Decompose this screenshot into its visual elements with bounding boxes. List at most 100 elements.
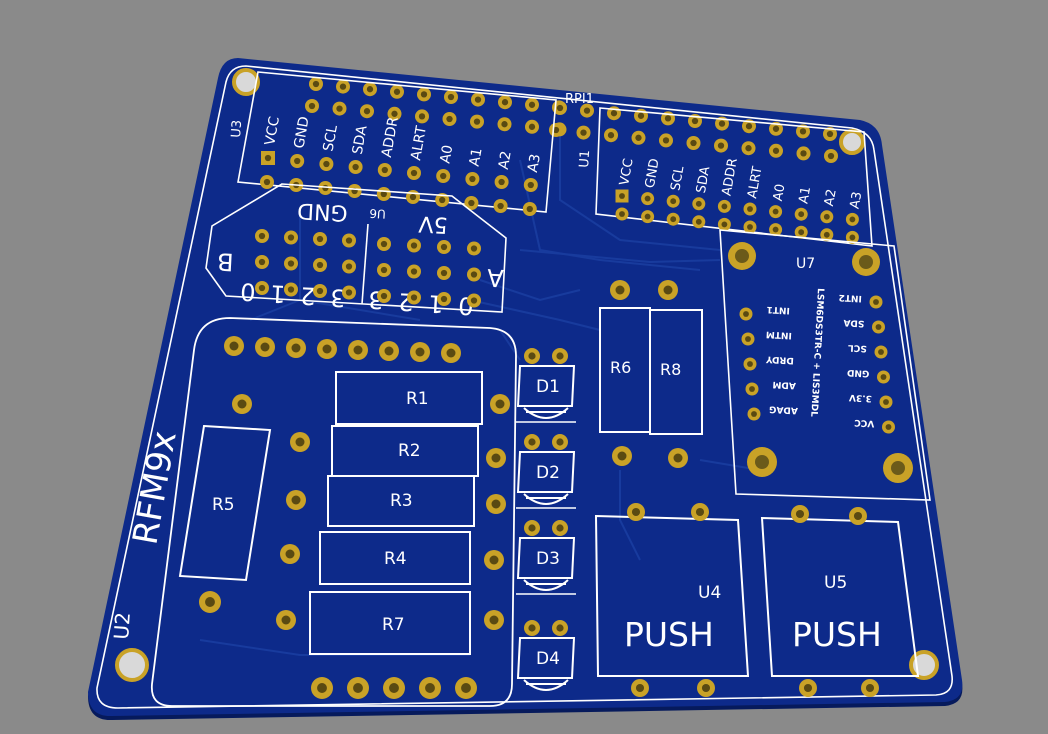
u3-pin-label: SDA xyxy=(350,124,371,156)
u6-pad xyxy=(377,237,391,251)
u6-number-label: 1 xyxy=(270,279,287,308)
diode-d2: D2 xyxy=(516,434,576,509)
u6-pad xyxy=(284,256,298,271)
rpi-pad xyxy=(417,87,431,102)
button-u4-leg-pad xyxy=(697,679,715,697)
u1-pin-pad xyxy=(743,202,757,216)
u6-label-gnd: GND xyxy=(297,197,349,225)
button-u5-leg-pad xyxy=(861,679,879,697)
u7-pin-pad xyxy=(739,307,753,321)
diode-d1: D1 xyxy=(516,348,576,423)
u7-pin-pad xyxy=(879,395,893,409)
button-u5-leg-pad xyxy=(791,505,809,523)
rpi-pad xyxy=(686,136,701,150)
u6-side-a: A xyxy=(486,263,504,292)
u6-label-5v: 5V xyxy=(418,210,448,236)
u6-pad xyxy=(284,230,298,245)
u1-pin-pad xyxy=(641,192,655,206)
u7-pin-label: GND xyxy=(847,367,870,378)
u6-number-label: 3 xyxy=(330,283,347,312)
u7-pin-pad xyxy=(877,370,890,384)
u6-pad xyxy=(437,240,451,254)
u1-pin-pad xyxy=(845,230,859,244)
u1-pin-pad xyxy=(769,205,783,219)
rpi-pad xyxy=(823,127,837,141)
u7-pin-pad xyxy=(882,420,895,434)
u7-pin-label: INT1 xyxy=(766,304,790,315)
u3-pin-pad xyxy=(407,166,421,180)
u2-right-pad xyxy=(484,550,504,570)
u3-pin-pad xyxy=(260,175,274,189)
u7-pin-label: INTM xyxy=(766,329,793,340)
u1-pin-pad xyxy=(794,225,808,239)
u3-pin-pad xyxy=(522,202,537,216)
diode-label: D2 xyxy=(536,463,560,483)
u3-pin-pad xyxy=(319,157,334,171)
diode-pad xyxy=(552,434,568,450)
u7-pin-label: ADAG xyxy=(769,403,798,414)
u2-right-pad xyxy=(490,394,510,414)
mounting-hole xyxy=(232,68,260,96)
u2-left-pad xyxy=(286,490,306,510)
u1-pin-pad xyxy=(692,197,706,211)
u2-left-pad xyxy=(280,544,300,564)
r2-label: R2 xyxy=(398,441,421,461)
resistor-r3: R3 xyxy=(327,475,475,527)
u5-push-label: PUSH xyxy=(792,615,882,654)
resistor-r5: R5 xyxy=(178,424,272,582)
u1-pin-pad xyxy=(769,223,783,237)
u1-pin-pad xyxy=(615,207,629,221)
diode-d4: D4 xyxy=(516,620,576,691)
diode-pad xyxy=(524,348,540,364)
u6-pad xyxy=(313,232,327,246)
rpi-pad xyxy=(309,77,323,91)
u1-pin-pad xyxy=(794,207,808,221)
rpi-pad xyxy=(796,124,810,139)
diode-pad xyxy=(552,620,568,636)
u6-pad xyxy=(255,281,269,295)
u1-pin-label: SDA xyxy=(694,165,713,194)
diode-d3: D3 xyxy=(516,520,576,595)
u2-top-pad xyxy=(348,340,368,360)
u3-pin-label: VCC xyxy=(262,115,283,147)
button-u4-leg-pad xyxy=(691,503,709,521)
r3-label: R3 xyxy=(390,491,413,511)
u2-top-pad xyxy=(255,337,275,357)
u2-bottom-pad xyxy=(311,677,333,699)
u6-pad xyxy=(313,258,327,272)
diode-pad xyxy=(552,348,568,364)
u1-pin-pad xyxy=(743,220,757,234)
button-u4: U4 PUSH xyxy=(594,514,750,677)
resistor-r7: R7 xyxy=(309,591,471,655)
rpi-pad xyxy=(525,97,539,112)
u7-pin-label: SCL xyxy=(848,342,868,353)
u2-right-pad xyxy=(486,494,506,514)
u6-pad xyxy=(342,259,356,274)
u2-pads xyxy=(199,336,510,699)
u2-top-pad xyxy=(317,339,337,359)
u3-pin-pad xyxy=(493,199,508,213)
diode-label: D4 xyxy=(536,649,560,669)
rpi-pad xyxy=(470,114,484,129)
rpi-pad xyxy=(553,101,567,115)
u6-ref: U6 xyxy=(369,206,386,221)
rpi-pad xyxy=(796,146,811,161)
button-u4-leg-pad xyxy=(631,679,649,697)
rpi-pad xyxy=(525,119,539,134)
u1-pin-label: VCC xyxy=(617,157,636,186)
u3-pin-pad xyxy=(290,154,305,168)
u3-pin-label: A0 xyxy=(437,144,456,165)
u6-pad xyxy=(467,267,481,282)
u2-right-pad xyxy=(486,448,506,468)
u7-footprint: U7 LSM6DS3TR-C + LIS3MDL INT1INTMDRDYADM… xyxy=(719,229,931,501)
u2-top-pad xyxy=(441,343,461,363)
resistor-lead-pad xyxy=(610,280,630,300)
u6-pad xyxy=(407,238,421,253)
diode-label: D1 xyxy=(536,377,560,397)
u3-pin-label: SCL xyxy=(321,124,341,153)
